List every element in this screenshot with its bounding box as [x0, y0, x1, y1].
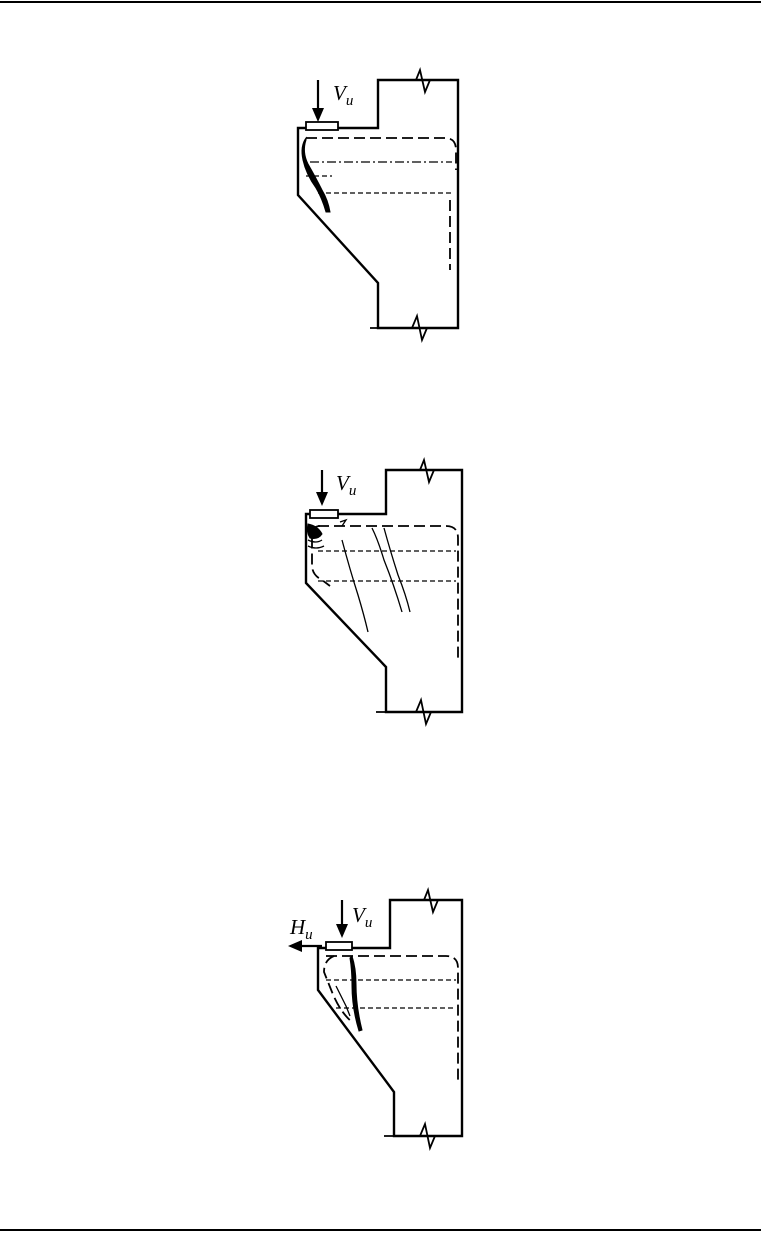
main-tension-bar	[326, 956, 458, 1082]
corbel-figure-1: Vu	[0, 0, 761, 360]
main-tension-bar	[318, 526, 458, 660]
vertical-load-label: Vu	[336, 471, 356, 499]
corbel-outline	[318, 900, 462, 1136]
crack-1	[342, 540, 368, 632]
vertical-load-label: Vu	[333, 81, 353, 109]
horizontal-load-label: Hu	[289, 915, 313, 943]
vertical-load-label: Vu	[352, 903, 372, 931]
corbel-figure-2: Vu	[0, 390, 761, 750]
horizontal-load-arrowhead	[288, 940, 302, 952]
corbel-outline	[298, 80, 458, 328]
bearing-plate	[306, 122, 338, 130]
crack-4	[340, 520, 346, 526]
corbel-figure-3: Vu Hu	[0, 810, 761, 1170]
bearing-plate	[310, 510, 338, 518]
vertical-crack	[350, 956, 362, 1031]
corbel-outline	[306, 470, 462, 712]
bearing-plate	[326, 942, 352, 950]
vertical-load-arrowhead	[312, 108, 324, 122]
bearing-crack	[302, 138, 330, 212]
bottom-rule	[0, 1229, 761, 1231]
spall-lines	[308, 540, 324, 548]
main-tension-bar	[306, 138, 456, 170]
vertical-load-arrowhead	[316, 492, 328, 506]
vertical-load-arrowhead	[336, 924, 348, 938]
